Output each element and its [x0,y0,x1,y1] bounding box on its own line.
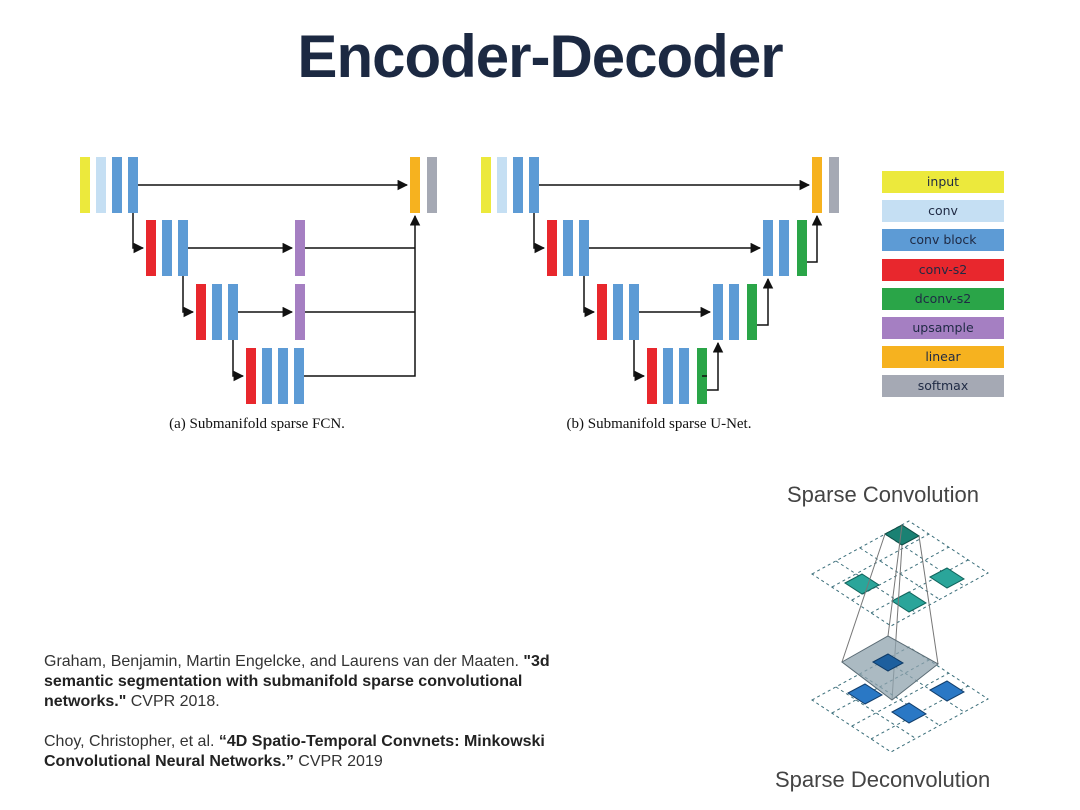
unet-conv-s2-layer [647,348,657,404]
unet-conv-block [713,284,723,340]
unet-dconv-s2-layer [747,284,757,340]
unet-conv-layer [497,157,507,213]
unet-dconv-s2-layer [797,220,807,276]
legend-item-upsample: upsample [882,316,1004,339]
kernel-center-cell [871,653,905,672]
unet-conv-block [613,284,623,340]
sparse-conv-illustration [811,520,989,753]
projection-lines [841,524,939,701]
top-active-cell [844,573,880,595]
unet-conv-block [529,157,539,213]
unet-conv-block [679,348,689,404]
unet-conv-s2-layer [547,220,557,276]
fcn-conv-s2-layer [196,284,206,340]
fcn-conv-s2-layer [246,348,256,404]
fcn-conv-layer [96,157,106,213]
fcn-softmax-layer [427,157,437,213]
bottom-active-cell [891,702,927,724]
unet-input-layer [481,157,491,213]
slide-title: Encoder-Decoder [297,23,783,90]
fcn-conv-block [212,284,222,340]
unet-linear-layer [812,157,822,213]
unet-conv-block [629,284,639,340]
top-active-cell [891,591,927,613]
legend-item-dconv-s2: dconv-s2 [882,287,1004,310]
unet-conv-block [779,220,789,276]
fcn-linear-layer [410,157,420,213]
sparse-convolution-label: Sparse Convolution [787,482,980,507]
unet-conv-block [513,157,523,213]
legend-item-conv-block: conv block [882,229,1004,252]
fcn-conv-block [162,220,172,276]
ref2-venue: CVPR 2019 [293,753,383,770]
bottom-active-cell [847,683,883,705]
legend-item-conv-s2: conv-s2 [882,258,1004,281]
fcn-input-layer [80,157,90,213]
unet-conv-block [663,348,673,404]
fcn-conv-s2-layer [146,220,156,276]
legend-item-input: input [882,171,1004,193]
fcn-caption: (a) Submanifold sparse FCN. [169,416,345,432]
ref2-authors: Choy, Christopher, et al. [44,733,219,750]
fcn-conv-block [112,157,122,213]
reference-graham: Graham, Benjamin, Martin Engelcke, and L… [44,652,604,712]
references: Graham, Benjamin, Martin Engelcke, and L… [44,652,604,792]
fcn-upsample-layer [295,284,305,340]
fcn-upsample-layer [295,220,305,276]
fcn-conv-block [278,348,288,404]
ref2-title: “4D Spatio-Temporal Convnets: Minkowski … [44,733,545,770]
fcn-diagram: (a) Submanifold sparse FCN. [80,157,437,432]
unet-softmax-layer [829,157,839,213]
legend-item-conv: conv [882,200,1004,223]
unet-diagram: (b) Submanifold sparse U-Net. [481,157,839,432]
fcn-conv-block [178,220,188,276]
unet-conv-block [579,220,589,276]
ref1-authors: Graham, Benjamin, Martin Engelcke, and L… [44,653,524,670]
fcn-conv-block [262,348,272,404]
unet-conv-block [763,220,773,276]
legend-item-softmax: softmax [882,375,1004,398]
fcn-conv-block [228,284,238,340]
layer-legend: input conv conv block conv-s2 dconv-s2 upsamp… [882,171,1004,405]
legend-item-linear: linear [882,346,1004,369]
ref1-venue: CVPR 2018. [126,693,220,710]
unet-conv-s2-layer [597,284,607,340]
unet-connections [533,179,823,391]
top-active-cell [929,567,965,589]
fcn-conv-block [128,157,138,213]
unet-caption: (b) Submanifold sparse U-Net. [567,416,752,432]
ref1-title: "3d semantic segmentation with submanifo… [44,653,550,710]
reference-choy: Choy, Christopher, et al. “4D Spatio-Tem… [44,732,604,772]
bottom-active-cell [929,680,965,702]
unet-conv-block [729,284,739,340]
fcn-conv-block [294,348,304,404]
unet-conv-block [563,220,573,276]
sparse-deconvolution-label: Sparse Deconvolution [775,767,991,792]
fcn-connections [132,179,421,382]
